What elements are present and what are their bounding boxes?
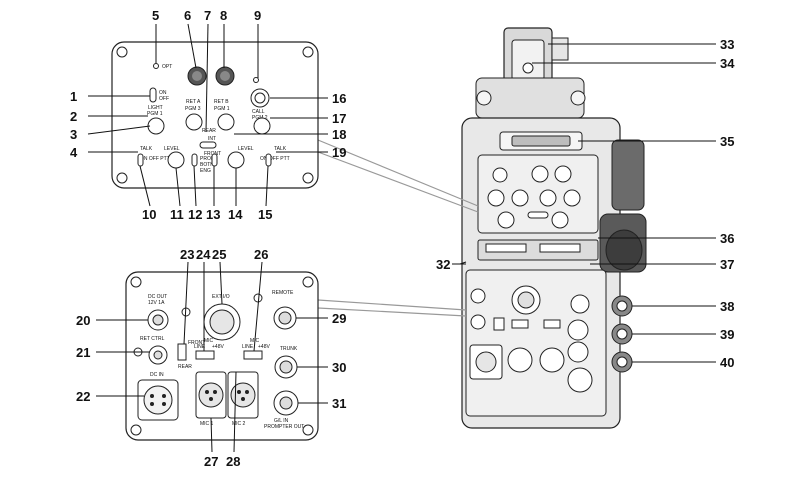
projection-lines (317, 139, 479, 317)
ext-io-label: EXT I/O (212, 294, 230, 300)
callout-3: 3 (70, 127, 77, 142)
dc-in-label: DC IN (150, 372, 164, 378)
callout-31: 31 (332, 396, 346, 411)
talk-left-label: TALK (140, 146, 153, 152)
callout-8: 8 (220, 8, 227, 23)
mic1-label: MIC 1 (200, 421, 214, 427)
mic2-label: MIC 2 (232, 421, 246, 427)
callout-37: 37 (720, 257, 734, 272)
p48v-left-label: +48V (212, 344, 224, 350)
callout-14: 14 (228, 207, 243, 222)
callout-6: 6 (184, 8, 191, 23)
callout-12: 12 (188, 207, 202, 222)
top-control-panel: OPT ON OFF CALL LIGHT PGM 1 RET A PGM 3 … (111, 41, 319, 189)
callout-33: 33 (720, 37, 734, 52)
bottom-connector-panel: DC OUT 12V 1A RET CTRL DC IN EXT I/O REM… (125, 271, 319, 441)
rear-label: REAR (202, 128, 216, 134)
callout-26: 26 (254, 247, 268, 262)
ret-a-label: RET A (186, 99, 201, 105)
callout-11: 11 (170, 207, 184, 222)
int-label: INT (208, 136, 216, 142)
callout-30: 30 (332, 360, 346, 375)
prompter-out-label: PROMPTER OUT (264, 424, 304, 430)
callout-18: 18 (332, 127, 346, 142)
callout-24: 24 (196, 247, 211, 262)
ret-ctrl-label: RET CTRL (140, 336, 165, 342)
bottom-callouts: 20 21 22 23 24 25 26 27 28 29 30 31 (76, 247, 346, 469)
callout-17: 17 (332, 111, 346, 126)
body-callouts: 32 33 34 35 36 37 38 39 40 (436, 37, 735, 370)
top-leader-lines (87, 23, 328, 207)
on-off-ptt-left-label: ON OFF PTT (140, 156, 170, 162)
off-label: OFF (159, 96, 169, 102)
callout-20: 20 (76, 313, 90, 328)
dc-out-label: DC OUT (148, 294, 167, 300)
bottom-leader-lines (96, 261, 328, 453)
callout-4: 4 (70, 145, 78, 160)
call-label: CALL (252, 109, 265, 115)
callout-34: 34 (720, 56, 735, 71)
callout-29: 29 (332, 311, 346, 326)
mic-left-label: MIC (204, 338, 214, 344)
dc-out-spec-label: 12V 1A (148, 300, 165, 306)
callout-27: 27 (204, 454, 218, 469)
callout-40: 40 (720, 355, 734, 370)
top-callouts: 1 2 3 4 5 6 7 8 9 10 11 12 13 14 15 16 1… (70, 8, 346, 222)
prod-label: PROD (200, 156, 215, 162)
level-left-label: LEVEL (164, 146, 180, 152)
callout-7: 7 (204, 8, 211, 23)
both-label: BOTH (200, 162, 214, 168)
callout-28: 28 (226, 454, 240, 469)
gl-in-label: G/L IN (274, 418, 289, 424)
callout-5: 5 (152, 8, 159, 23)
body-leader-lines (459, 43, 716, 363)
callout-23: 23 (180, 247, 194, 262)
remote-label: REMOTE (272, 290, 294, 296)
talk-right-label: TALK (274, 146, 287, 152)
callout-15: 15 (258, 207, 272, 222)
level-right-label: LEVEL (238, 146, 254, 152)
callout-21: 21 (76, 345, 90, 360)
callout-22: 22 (76, 389, 90, 404)
line-left-label: LINE (194, 344, 206, 350)
callout-25: 25 (212, 247, 226, 262)
on-off-ptt-right-label: ON OFF PTT (260, 156, 290, 162)
callout-10: 10 (142, 207, 156, 222)
rear-switch-label: REAR (178, 364, 192, 370)
callout-36: 36 (720, 231, 734, 246)
callout-35: 35 (720, 134, 734, 149)
light-label: LIGHT (148, 105, 163, 111)
callout-16: 16 (332, 91, 346, 106)
callout-32: 32 (436, 257, 450, 272)
callout-9: 9 (254, 8, 261, 23)
callout-13: 13 (206, 207, 220, 222)
opt-label: OPT (162, 64, 172, 70)
p48v-right-label: +48V (258, 344, 270, 350)
pgm1-left-label: PGM 1 (147, 111, 163, 117)
trunk-label: TRUNK (280, 346, 298, 352)
callout-1: 1 (70, 89, 77, 104)
callout-38: 38 (720, 299, 734, 314)
on-label: ON (159, 90, 167, 96)
pgm1-right-label: PGM 1 (214, 106, 230, 112)
line-right-label: LINE (242, 344, 254, 350)
eng-label: ENG (200, 168, 211, 174)
ret-b-label: RET B (214, 99, 229, 105)
callout-39: 39 (720, 327, 734, 342)
callout-19: 19 (332, 145, 346, 160)
callout-2: 2 (70, 109, 77, 124)
camera-body (461, 27, 647, 429)
front-switch-label: FRONT (188, 340, 205, 346)
pgm3-label: PGM 3 (185, 106, 201, 112)
